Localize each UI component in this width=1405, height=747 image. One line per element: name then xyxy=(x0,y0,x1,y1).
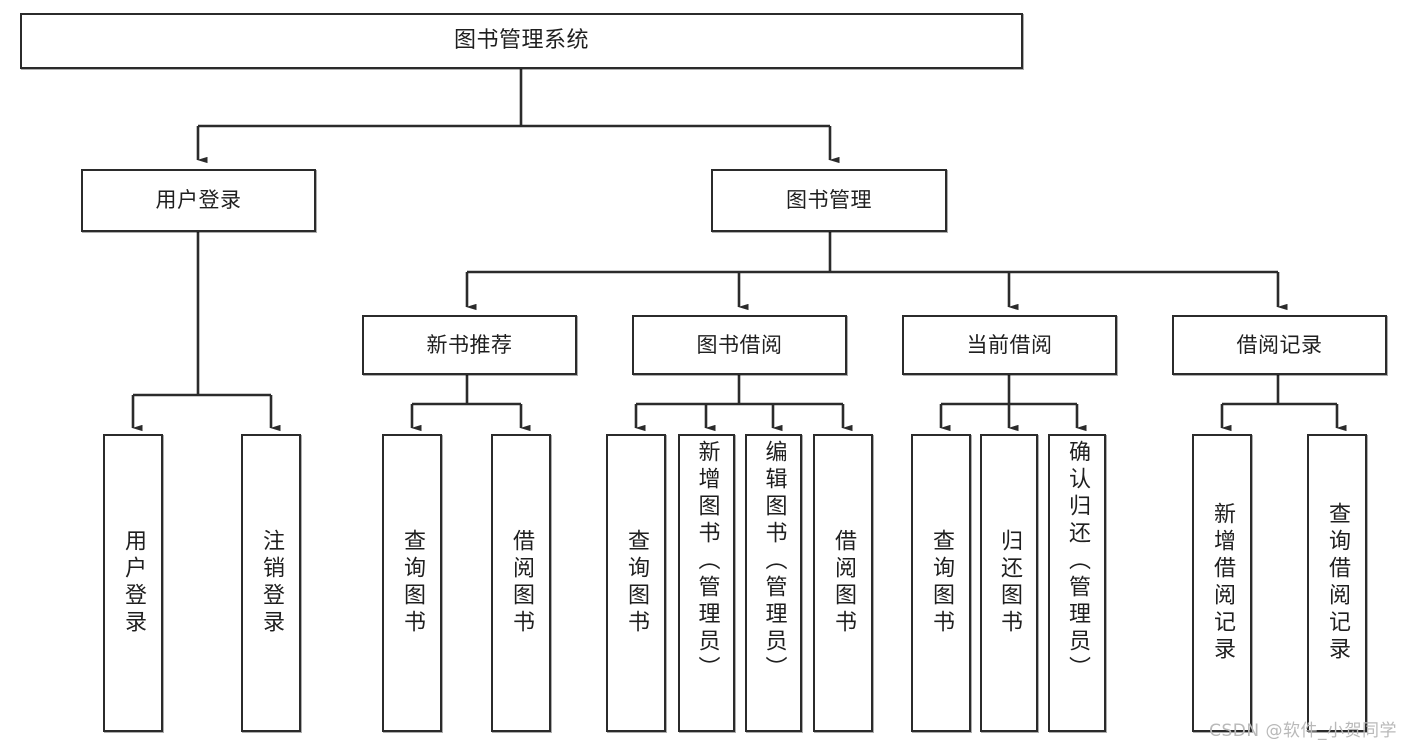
node-current-borrow[interactable]: 当前借阅 xyxy=(902,315,1117,375)
node-label: 借阅图书 xyxy=(831,529,856,637)
node-book-management[interactable]: 图书管理 xyxy=(711,169,947,232)
leaf-edit-book-admin[interactable]: 编辑图书（管理员） xyxy=(745,434,802,732)
leaf-borrow-book-2[interactable]: 借阅图书 xyxy=(813,434,873,732)
node-label: 查询图书 xyxy=(400,529,425,637)
leaf-return-book[interactable]: 归还图书 xyxy=(980,434,1038,732)
leaf-borrow-book-1[interactable]: 借阅图书 xyxy=(491,434,551,732)
node-label: 查询图书 xyxy=(929,529,954,637)
leaf-add-book-admin[interactable]: 新增图书（管理员） xyxy=(678,434,735,732)
node-label: 借阅记录 xyxy=(1236,332,1323,357)
node-label: 新书推荐 xyxy=(426,332,513,357)
node-label: 当前借阅 xyxy=(966,332,1053,357)
node-label: 注销登录 xyxy=(259,529,284,637)
watermark-text: CSDN @软件_小贺同学 xyxy=(1209,721,1397,741)
leaf-logout[interactable]: 注销登录 xyxy=(241,434,301,732)
node-root-book-management-system[interactable]: 图书管理系统 xyxy=(20,13,1023,69)
node-label: 归还图书 xyxy=(997,529,1022,637)
node-user-login[interactable]: 用户登录 xyxy=(81,169,316,232)
node-label: 查询图书 xyxy=(624,529,649,637)
leaf-user-login[interactable]: 用户登录 xyxy=(103,434,163,732)
leaf-confirm-return-admin[interactable]: 确认归还（管理员） xyxy=(1048,434,1106,732)
node-label: 图书借阅 xyxy=(696,332,783,357)
leaf-query-book-1[interactable]: 查询图书 xyxy=(382,434,442,732)
node-label: 查询借阅记录 xyxy=(1325,502,1350,664)
node-borrow-record[interactable]: 借阅记录 xyxy=(1172,315,1387,375)
node-label: 图书管理 xyxy=(786,188,872,213)
leaf-query-book-3[interactable]: 查询图书 xyxy=(911,434,971,732)
node-book-borrow[interactable]: 图书借阅 xyxy=(632,315,847,375)
leaf-add-borrow-record[interactable]: 新增借阅记录 xyxy=(1192,434,1252,732)
node-label: 借阅图书 xyxy=(509,529,534,637)
node-label: 用户登录 xyxy=(121,529,146,637)
node-label: 用户登录 xyxy=(155,188,242,213)
node-new-book-recommend[interactable]: 新书推荐 xyxy=(362,315,577,375)
node-label: 图书管理系统 xyxy=(453,28,589,54)
node-label: 新增借阅记录 xyxy=(1210,502,1235,664)
leaf-query-book-2[interactable]: 查询图书 xyxy=(606,434,666,732)
leaf-query-borrow-record[interactable]: 查询借阅记录 xyxy=(1307,434,1367,732)
node-label: 确认归还（管理员） xyxy=(1065,440,1090,683)
node-label: 新增图书（管理员） xyxy=(694,440,720,683)
node-label: 编辑图书（管理员） xyxy=(761,440,787,683)
